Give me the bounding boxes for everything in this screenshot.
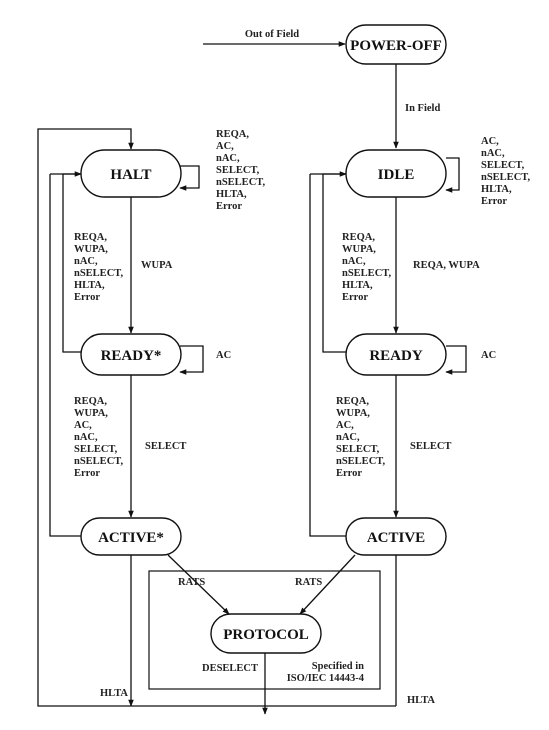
label-hlta-right: HLTA — [407, 695, 435, 706]
state-protocol-label: PROTOCOL — [223, 627, 309, 643]
edge-active-star-to-protocol — [167, 554, 230, 615]
state-halt: HALT — [80, 149, 182, 198]
state-ready-star: READY* — [80, 333, 182, 376]
label-in-field: In Field — [405, 103, 440, 114]
label-active-to-idle: REQA,WUPA,AC,nAC,SELECT,nSELECT,Error — [336, 396, 385, 479]
label-halt-to-ready-star: WUPA — [141, 260, 173, 271]
label-line: WUPA, — [74, 408, 108, 419]
label-line: Error — [216, 201, 242, 212]
label-line: SELECT, — [481, 160, 525, 171]
label-line: nSELECT, — [74, 268, 123, 279]
label-line: nAC, — [481, 148, 505, 159]
state-protocol: PROTOCOL — [210, 613, 322, 654]
label-line: nAC, — [216, 153, 240, 164]
label-line: SELECT, — [336, 444, 380, 455]
label-line: Error — [481, 196, 507, 207]
label-line: Error — [74, 468, 100, 479]
edge-idle-self-loop — [445, 157, 460, 193]
label-ready-star-to-active-star: SELECT — [145, 441, 186, 452]
label-idle-to-ready: REQA, WUPA — [413, 260, 480, 271]
label-line: nSELECT, — [342, 268, 391, 279]
label-ready-to-idle: REQA,WUPA,nAC,nSELECT,HLTA,Error — [342, 232, 391, 303]
label-line: nAC, — [336, 432, 360, 443]
label-line: REQA, — [216, 129, 249, 140]
label-line: nAC, — [74, 256, 98, 267]
label-line: Error — [342, 292, 368, 303]
edge-active-star-to-halt — [49, 174, 81, 537]
label-rats-right: RATS — [295, 577, 322, 588]
state-idle: IDLE — [345, 149, 447, 198]
edge-ready-self-loop — [445, 345, 467, 375]
state-active: ACTIVE — [345, 517, 447, 556]
state-idle-label: IDLE — [378, 167, 415, 183]
label-line: REQA, — [342, 232, 375, 243]
label-line: HLTA, — [481, 184, 512, 195]
label-line: WUPA, — [336, 408, 370, 419]
label-line: AC, — [74, 420, 92, 431]
label-idle-self: AC,nAC,SELECT,nSELECT,HLTA,Error — [481, 136, 530, 207]
edge-halt-self-loop — [179, 165, 200, 191]
label-line: nSELECT, — [481, 172, 530, 183]
label-line: Error — [74, 292, 100, 303]
label-line: WUPA, — [74, 244, 108, 255]
state-ready: READY — [345, 333, 447, 376]
label-active-star-to-halt: REQA,WUPA,AC,nAC,SELECT,nSELECT,Error — [74, 396, 123, 479]
label-rats-left: RATS — [178, 577, 205, 588]
label-halt-self: REQA,AC,nAC,SELECT,nSELECT,HLTA,Error — [216, 129, 265, 212]
state-ready-label: READY — [369, 348, 423, 364]
label-out-of-field: Out of Field — [245, 29, 299, 40]
label-line: AC, — [216, 141, 234, 152]
label-line: AC, — [336, 420, 354, 431]
label-line: ISO/IEC 14443-4 — [287, 673, 365, 684]
label-line: WUPA, — [342, 244, 376, 255]
label-ready-to-active: SELECT — [410, 441, 451, 452]
label-line: nSELECT, — [74, 456, 123, 467]
label-line: nSELECT, — [216, 177, 265, 188]
edge-hlta-return-to-halt — [37, 128, 396, 707]
state-halt-label: HALT — [110, 167, 151, 183]
edge-active-to-protocol — [299, 554, 356, 615]
label-ready-star-to-halt: REQA,WUPA,nAC,nSELECT,HLTA,Error — [74, 232, 123, 303]
label-line: nSELECT, — [336, 456, 385, 467]
state-active-label: ACTIVE — [367, 530, 425, 546]
label-ready-star-self: AC — [216, 350, 231, 361]
label-hlta-left: HLTA — [100, 688, 128, 699]
state-active-star: ACTIVE* — [80, 517, 182, 556]
label-line: HLTA, — [342, 280, 373, 291]
label-line: Error — [336, 468, 362, 479]
state-active-star-label: ACTIVE* — [98, 530, 164, 546]
label-deselect: DESELECT — [202, 663, 258, 674]
label-line: HLTA, — [74, 280, 105, 291]
edge-ready-star-self-loop — [179, 345, 204, 375]
state-power-off: POWER-OFF — [345, 24, 447, 65]
label-line: SELECT, — [74, 444, 118, 455]
label-ready-self: AC — [481, 350, 496, 361]
state-ready-star-label: READY* — [101, 348, 162, 364]
label-line: HLTA, — [216, 189, 247, 200]
label-line: SELECT, — [216, 165, 260, 176]
label-line: nAC, — [74, 432, 98, 443]
label-line: REQA, — [74, 396, 107, 407]
state-power-off-label: POWER-OFF — [350, 38, 442, 54]
label-line: AC, — [481, 136, 499, 147]
label-line: REQA, — [74, 232, 107, 243]
label-line: Specified in — [312, 661, 364, 672]
label-line: nAC, — [342, 256, 366, 267]
edge-active-to-idle — [309, 174, 346, 537]
label-line: REQA, — [336, 396, 369, 407]
